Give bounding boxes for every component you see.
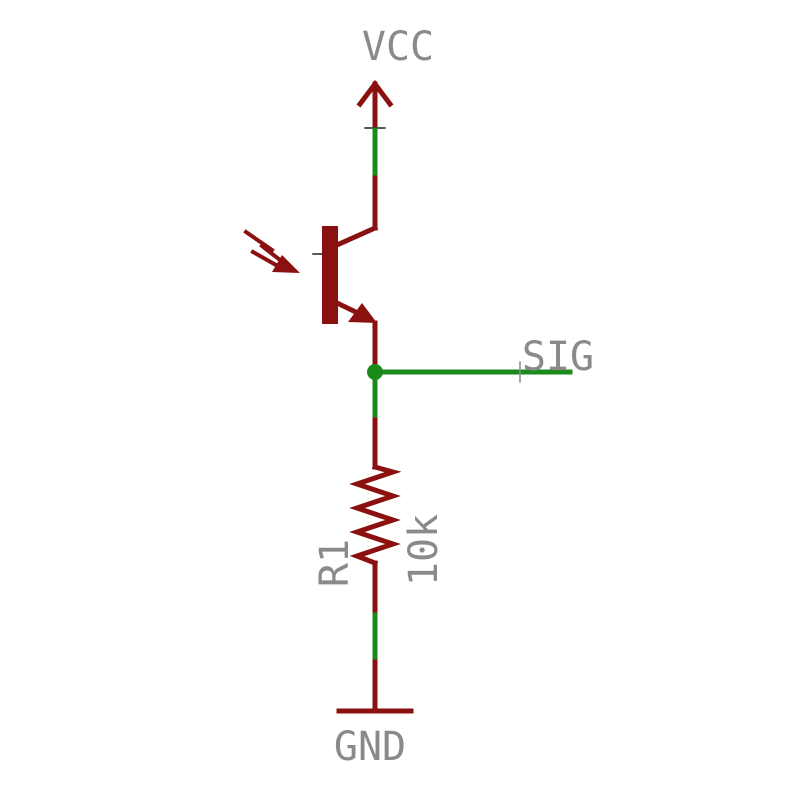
resistor-name-label: R1 bbox=[312, 539, 358, 587]
light-arrows-icon bbox=[243, 229, 300, 273]
vcc-symbol[interactable] bbox=[356, 79, 394, 133]
resistor-r1[interactable] bbox=[349, 417, 402, 618]
gnd-label: GND bbox=[334, 724, 406, 770]
sig-label: SIG bbox=[522, 334, 594, 380]
gnd-symbol[interactable] bbox=[336, 659, 414, 714]
resistor-value-label: 10k bbox=[401, 514, 447, 586]
vcc-label: VCC bbox=[362, 24, 434, 70]
phototransistor[interactable] bbox=[312, 175, 379, 373]
